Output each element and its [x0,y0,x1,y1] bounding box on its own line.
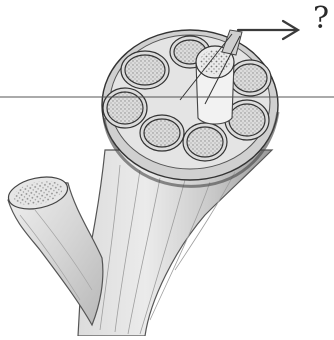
question-mark-label: ? [313,4,329,34]
annotation-arrow [238,21,298,39]
